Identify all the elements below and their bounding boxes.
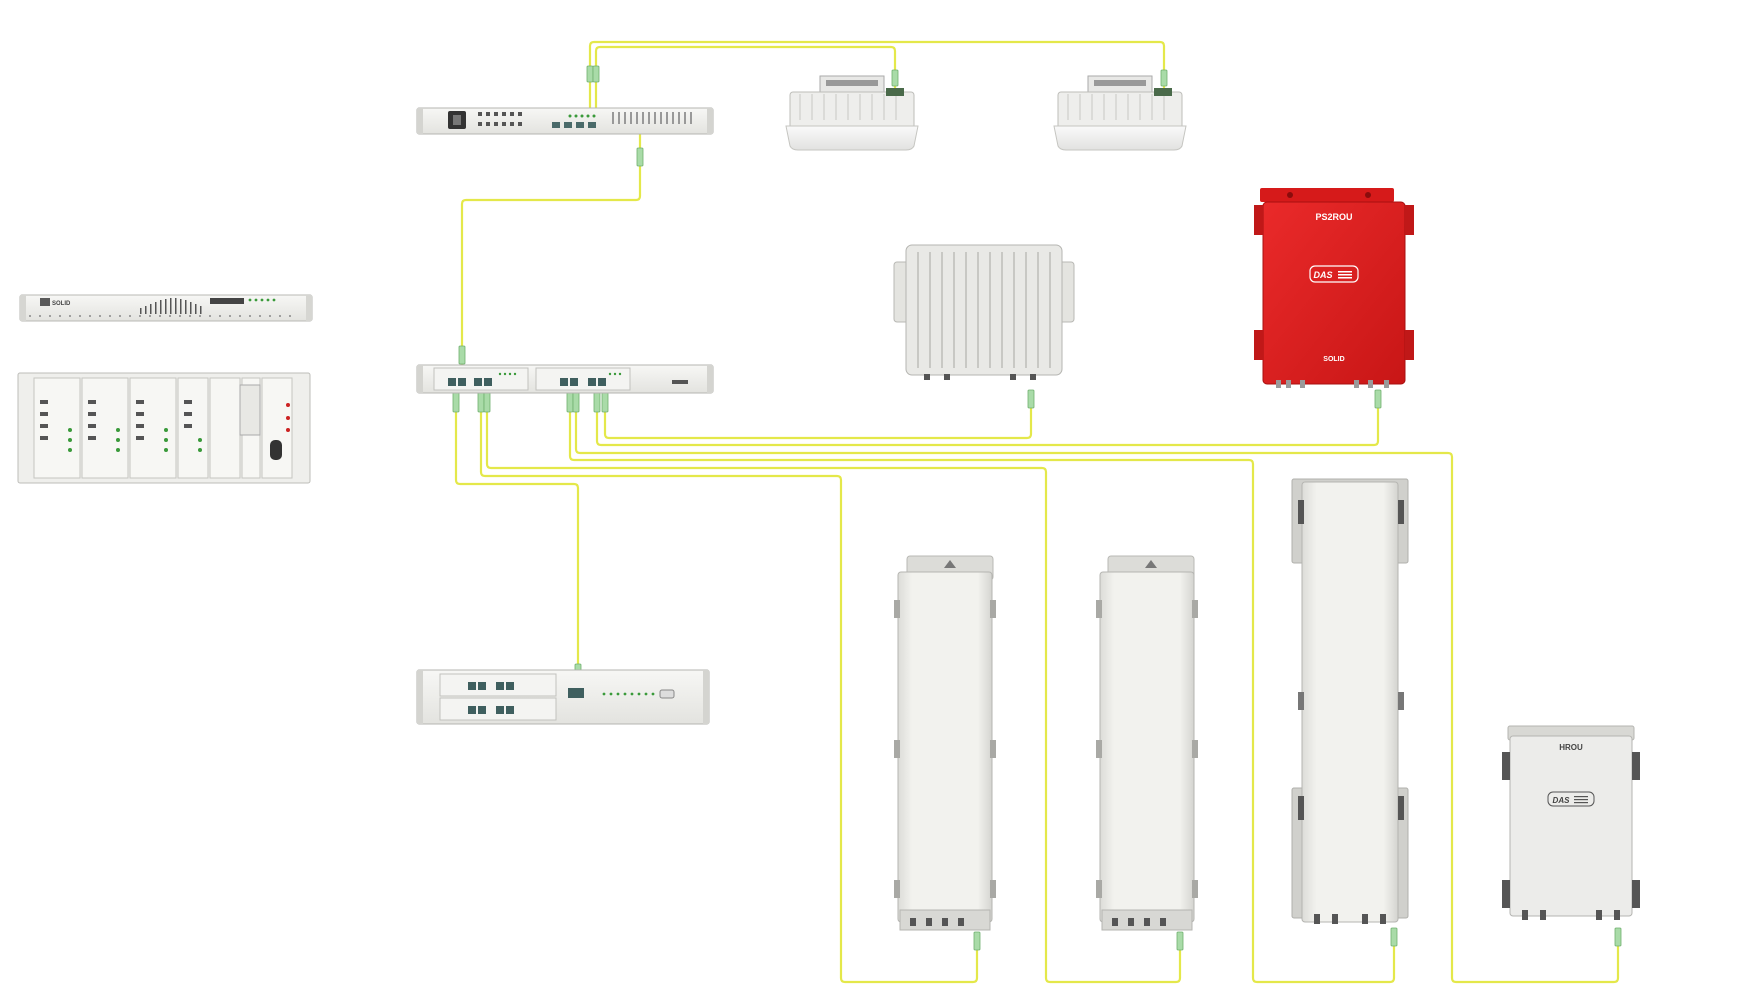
- remote-unit-tower-1: [894, 555, 996, 931]
- fiber-cable-top-short: [594, 45, 897, 115]
- connector: [458, 345, 466, 365]
- ps2rou-unit: PS2ROU DAS SOLID: [1254, 188, 1414, 388]
- fiber-cable-to-hrou: [574, 392, 1620, 984]
- fiber-cable-to-tower-3: [568, 392, 1396, 984]
- fiber-cable-head-to-distribution: [460, 130, 642, 370]
- fiber-cable-top-long: [588, 40, 1166, 115]
- remote-unit-tower-3: [1291, 478, 1409, 924]
- connector: [1176, 931, 1184, 951]
- connector: [636, 147, 644, 167]
- left-card-chassis: [17, 372, 311, 484]
- hrou-unit: HROU DAS: [1502, 725, 1640, 920]
- fiber-cables: [454, 40, 1620, 984]
- ps2rou-title: PS2ROU: [1315, 212, 1352, 222]
- connectors: [452, 65, 1622, 951]
- remote-unit-tower-2: [1096, 555, 1198, 931]
- connector: [1614, 927, 1622, 947]
- outdoor-remote-unit: [893, 244, 1075, 380]
- left-1u-controller: SOLID: [19, 294, 313, 322]
- connector: [477, 391, 485, 413]
- connector: [891, 69, 899, 87]
- connector: [483, 391, 491, 413]
- fiber-cable-to-expansion-rack: [454, 390, 580, 678]
- solid-header-label: SOLID: [52, 301, 71, 307]
- connector: [1374, 389, 1382, 409]
- ps2rou-brand: SOLID: [1323, 356, 1344, 363]
- connector: [566, 391, 574, 413]
- ps2rou-das-logo: DAS: [1313, 270, 1332, 280]
- expansion-rack-unit: [416, 669, 710, 725]
- ceiling-remote-unit-2: [1053, 75, 1187, 151]
- top-head-end-unit: [416, 107, 714, 135]
- hrou-das-logo: DAS: [1553, 796, 1571, 805]
- connector: [592, 65, 600, 83]
- connector: [1390, 927, 1398, 947]
- connector: [973, 931, 981, 951]
- hrou-title: HROU: [1559, 743, 1583, 752]
- ceiling-remote-unit-1: [785, 75, 919, 151]
- connector: [601, 391, 609, 413]
- connector: [1160, 69, 1168, 87]
- connector: [452, 391, 460, 413]
- optical-distribution-unit: [416, 364, 714, 394]
- connector: [1027, 389, 1035, 409]
- connector: [593, 391, 601, 413]
- fiber-cable-to-ps2rou: [595, 390, 1380, 447]
- connector: [572, 391, 580, 413]
- fiber-cable-to-grey-enclosure: [603, 390, 1033, 440]
- fiber-cable-to-tower-1: [479, 392, 979, 984]
- connector: [586, 65, 594, 83]
- fiber-cable-to-tower-2: [485, 392, 1182, 984]
